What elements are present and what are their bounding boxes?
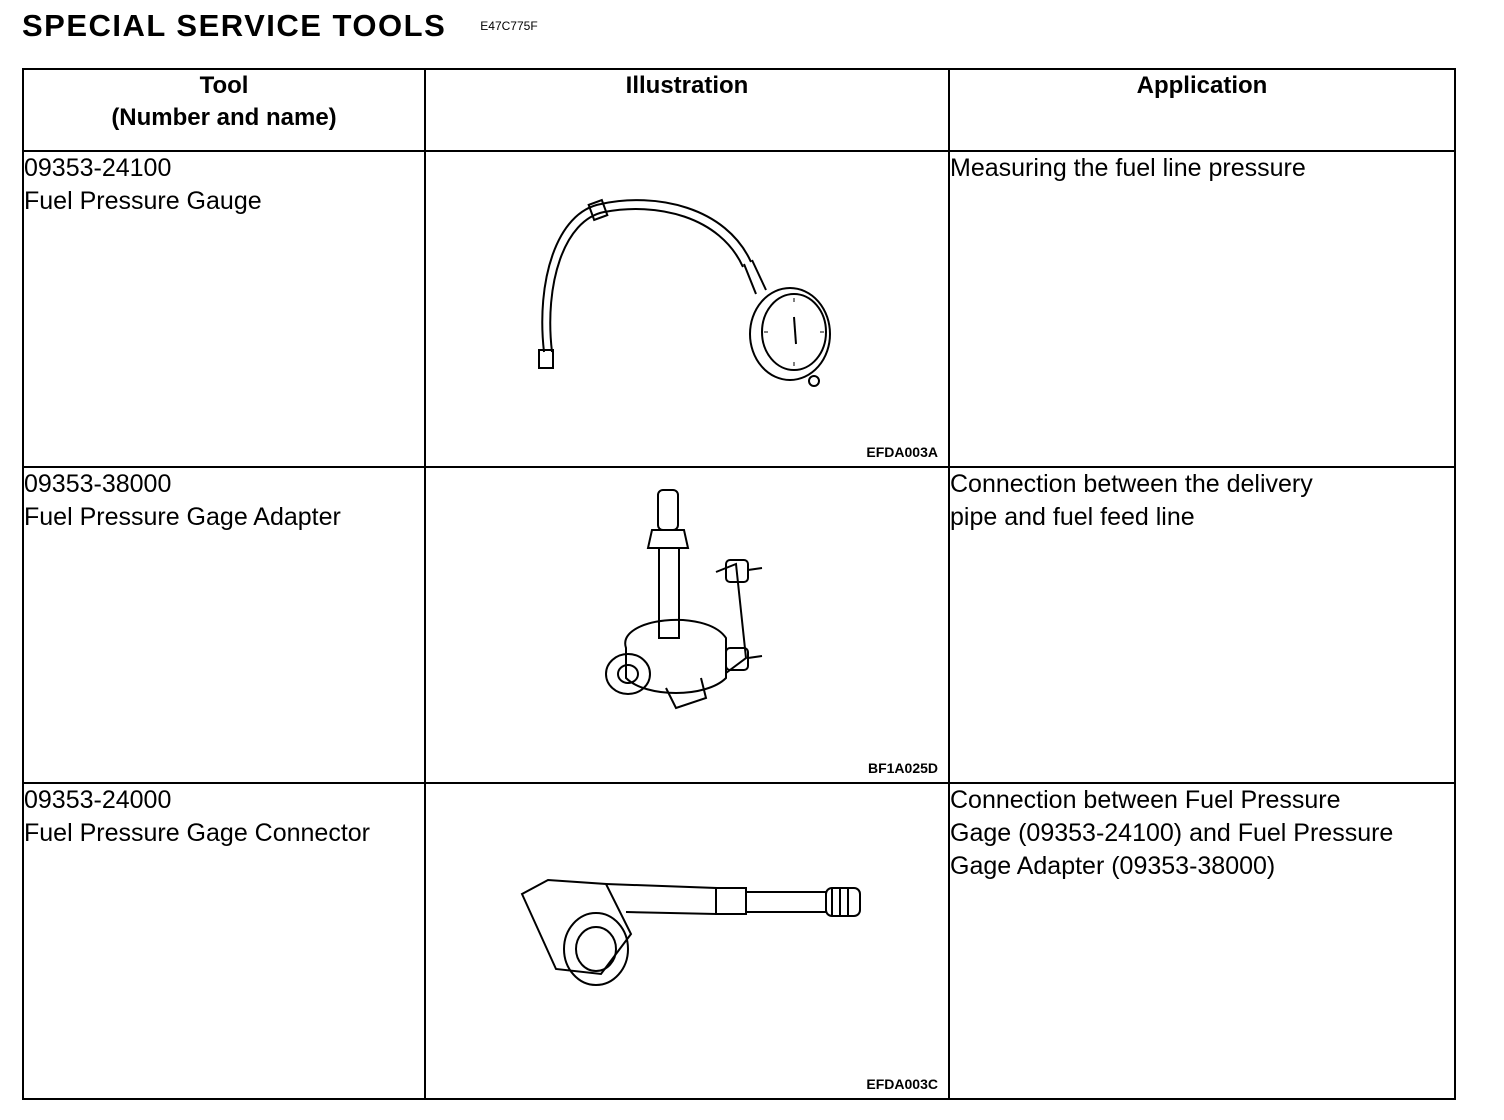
- column-header-illustration: Illustration: [424, 68, 950, 152]
- application-cell: Measuring the fuel line pressure: [948, 150, 1456, 468]
- table-row: 09353-24100 Fuel Pressure Gauge: [22, 150, 1456, 468]
- illustration-cell: BF1A025D: [424, 466, 950, 784]
- tool-name: Fuel Pressure Gage Adapter: [24, 503, 341, 531]
- special-service-tools-table: Tool (Number and name) Illustration Appl…: [22, 68, 1456, 1100]
- column-header-application: Application: [948, 68, 1456, 152]
- illustration-cell: EFDA003C: [424, 782, 950, 1100]
- tool-cell: 09353-24000 Fuel Pressure Gage Connector: [22, 782, 426, 1100]
- fuel-pressure-gage-adapter-illustration: [605, 489, 763, 710]
- page-title: SPECIAL SERVICE TOOLS: [22, 8, 447, 43]
- column-header-tool-line1: Tool: [199, 72, 249, 99]
- application-text-line: Connection between the delivery: [950, 470, 1313, 498]
- tool-number: 09353-24100: [24, 154, 172, 182]
- section-code: E47C775F: [480, 19, 538, 33]
- tool-cell: 09353-24100 Fuel Pressure Gauge: [22, 150, 426, 468]
- application-text-line: Connection between Fuel Pressure: [950, 786, 1341, 814]
- fuel-pressure-gage-connector-illustration: [520, 878, 861, 986]
- column-header-tool: Tool (Number and name): [22, 68, 426, 152]
- page-header: SPECIAL SERVICE TOOLS E47C775F: [22, 8, 538, 44]
- application-text-line: pipe and fuel feed line: [950, 503, 1195, 531]
- figure-code: BF1A025D: [867, 760, 938, 776]
- table-row: 09353-38000 Fuel Pressure Gage Adapter: [22, 466, 1456, 784]
- table-header-row: Tool (Number and name) Illustration Appl…: [22, 68, 1456, 152]
- fuel-pressure-gauge-illustration: [538, 198, 831, 387]
- tool-cell: 09353-38000 Fuel Pressure Gage Adapter: [22, 466, 426, 784]
- illustration-cell: EFDA003A: [424, 150, 950, 468]
- tool-name: Fuel Pressure Gauge: [24, 187, 262, 215]
- figure-code: EFDA003C: [866, 1076, 938, 1092]
- application-cell: Connection between the delivery pipe and…: [948, 466, 1456, 784]
- application-cell: Connection between Fuel Pressure Gage (0…: [948, 782, 1456, 1100]
- tool-number: 09353-24000: [24, 786, 172, 814]
- column-header-tool-line2: (Number and name): [111, 104, 337, 131]
- application-text-line: Gage Adapter (09353-38000): [950, 852, 1276, 880]
- tool-number: 09353-38000: [24, 470, 172, 498]
- tool-name: Fuel Pressure Gage Connector: [24, 819, 371, 847]
- application-text-line: Gage (09353-24100) and Fuel Pressure: [950, 819, 1394, 847]
- table-row: 09353-24000 Fuel Pressure Gage Connector: [22, 782, 1456, 1100]
- figure-code: EFDA003A: [866, 444, 938, 460]
- application-text-line: Measuring the fuel line pressure: [950, 154, 1306, 182]
